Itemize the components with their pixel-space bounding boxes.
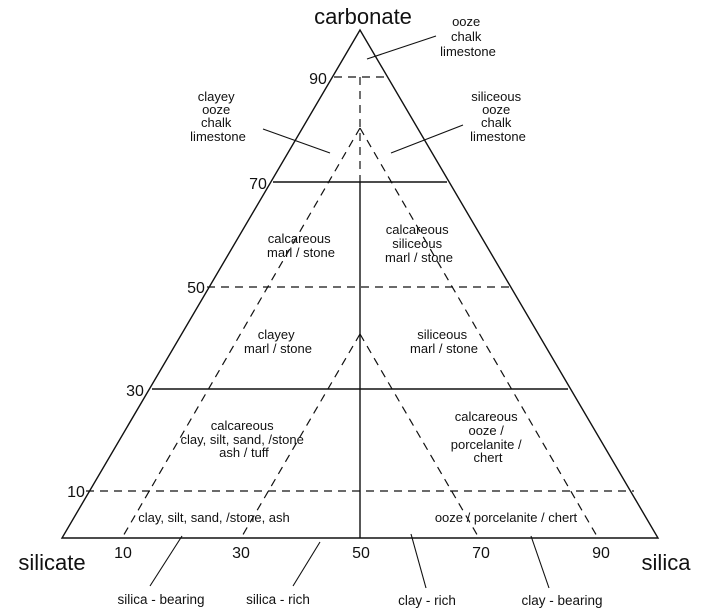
line-diag-left-outer [121,127,361,539]
left-tick-90: 90 [309,71,327,88]
leader-clay-bearing [530,535,550,589]
leader-clayey-ooze [262,128,331,154]
region-ooze-chalk-limestone: ooze chalk limestone [440,14,496,59]
region-clayey-marl: clayey marl / stone [244,327,312,356]
line-diag-left-inner [240,333,361,539]
bottom-label-clay-rich: clay - rich [398,593,456,608]
bottom-tick-10: 10 [114,545,132,562]
leader-clay-rich [410,533,427,589]
line-diag-right-outer [359,127,599,539]
bottom-label-silica-bearing: silica - bearing [117,592,204,607]
vertex-label-silica: silica [642,550,692,575]
region-calcareous-marl: calcareous marl / stone [267,231,335,260]
bottom-tick-70: 70 [472,545,490,562]
region-ooze-porcelanite: ooze / porcelanite / chert [435,510,578,525]
bottom-label-clay-bearing: clay - bearing [521,593,602,608]
leader-ooze-top [366,35,437,60]
left-tick-50: 50 [187,280,205,297]
region-clayey-ooze: clayey ooze chalk limestone [190,89,246,144]
region-clay-silt: clay, silt, sand, /stone, ash [138,510,290,525]
leader-silica-bearing [149,535,183,587]
line-diag-right-inner [359,333,480,539]
region-calcareous-siliceous-marl: calcareous siliceous marl / stone [385,222,453,265]
left-tick-70: 70 [249,176,267,193]
bottom-tick-90: 90 [592,545,610,562]
left-tick-10: 10 [67,484,85,501]
region-calcareous-ooze: calcareous ooze / porcelanite / chert [451,409,525,465]
region-siliceous-ooze: siliceous ooze chalk limestone [470,89,526,144]
left-tick-30: 30 [126,383,144,400]
region-siliceous-marl: siliceous marl / stone [410,327,478,356]
vertex-label-silicate: silicate [18,550,85,575]
bottom-tick-50: 50 [352,545,370,562]
bottom-label-silica-rich: silica - rich [246,592,310,607]
leader-silica-rich [292,541,321,587]
bottom-tick-30: 30 [232,545,250,562]
region-calcareous-clay: calcareous clay, silt, sand, /stone ash … [181,418,308,460]
leader-siliceous-ooze [390,124,464,154]
vertex-label-carbonate: carbonate [314,4,412,29]
